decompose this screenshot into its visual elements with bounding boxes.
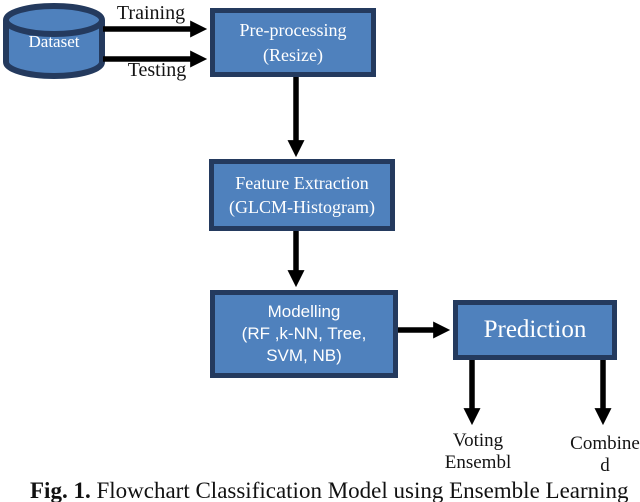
- voting-ensemble-label: Voting Ensembl: [423, 430, 533, 474]
- figure-caption-number: Fig. 1.: [30, 478, 91, 502]
- preprocessing-line1: Pre-processing: [239, 20, 347, 41]
- modelling-line3: SVM, NB): [266, 346, 342, 366]
- dataset-label: Dataset: [28, 32, 80, 51]
- feature-extraction-line2: (GLCM-Histogram): [229, 197, 375, 217]
- voting-ensemble-line1: Voting: [452, 430, 504, 451]
- voting-ensemble-line2: Ensembl: [444, 452, 512, 473]
- figure-caption: Fig. 1. Flowchart Classification Model u…: [30, 478, 640, 502]
- preprocessing-line2: (Resize): [263, 44, 323, 65]
- feature-extraction-line1: Feature Extraction: [235, 172, 369, 193]
- feature-extraction-node: Feature Extraction (GLCM-Histogram): [209, 159, 395, 231]
- combined-line1: Combine: [570, 433, 640, 454]
- prediction-node: Prediction: [453, 300, 617, 360]
- testing-edge-label: Testing: [127, 59, 187, 81]
- preprocessing-node: Pre-processing (Resize): [210, 8, 376, 77]
- dataset-node: Dataset: [0, 0, 108, 84]
- modelling-node: Modelling (RF ,k-NN, Tree, SVM, NB): [210, 290, 398, 378]
- combined-line2: d: [600, 455, 610, 476]
- figure-caption-text: Flowchart Classification Model using Ens…: [90, 478, 629, 502]
- modelling-line2: (RF ,k-NN, Tree,: [241, 323, 367, 343]
- modelling-line1: Modelling: [267, 301, 341, 321]
- training-edge-label: Training: [116, 2, 186, 24]
- database-cylinder-icon: [3, 3, 105, 79]
- prediction-label: Prediction: [483, 316, 587, 344]
- combined-label: Combine d: [550, 433, 640, 477]
